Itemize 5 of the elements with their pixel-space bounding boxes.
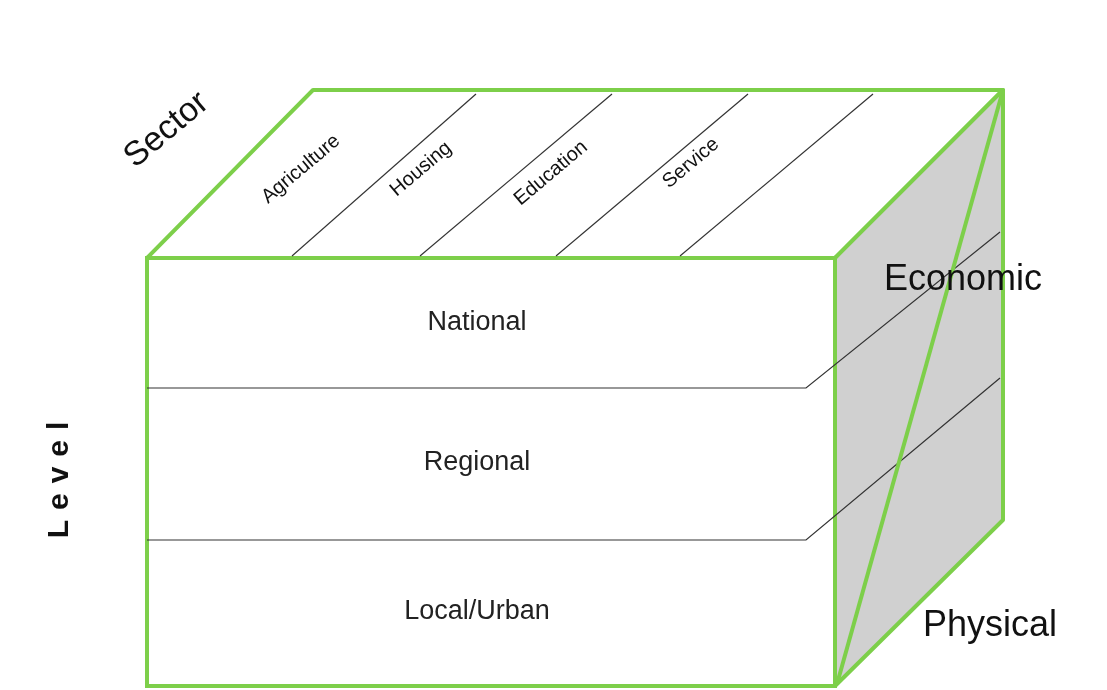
level-label: Local/Urban	[404, 594, 550, 628]
level-label: Regional	[423, 445, 531, 479]
level-label: National	[427, 305, 527, 339]
axis-label: Level	[43, 411, 73, 539]
dimension-label: Physical	[922, 606, 1058, 642]
